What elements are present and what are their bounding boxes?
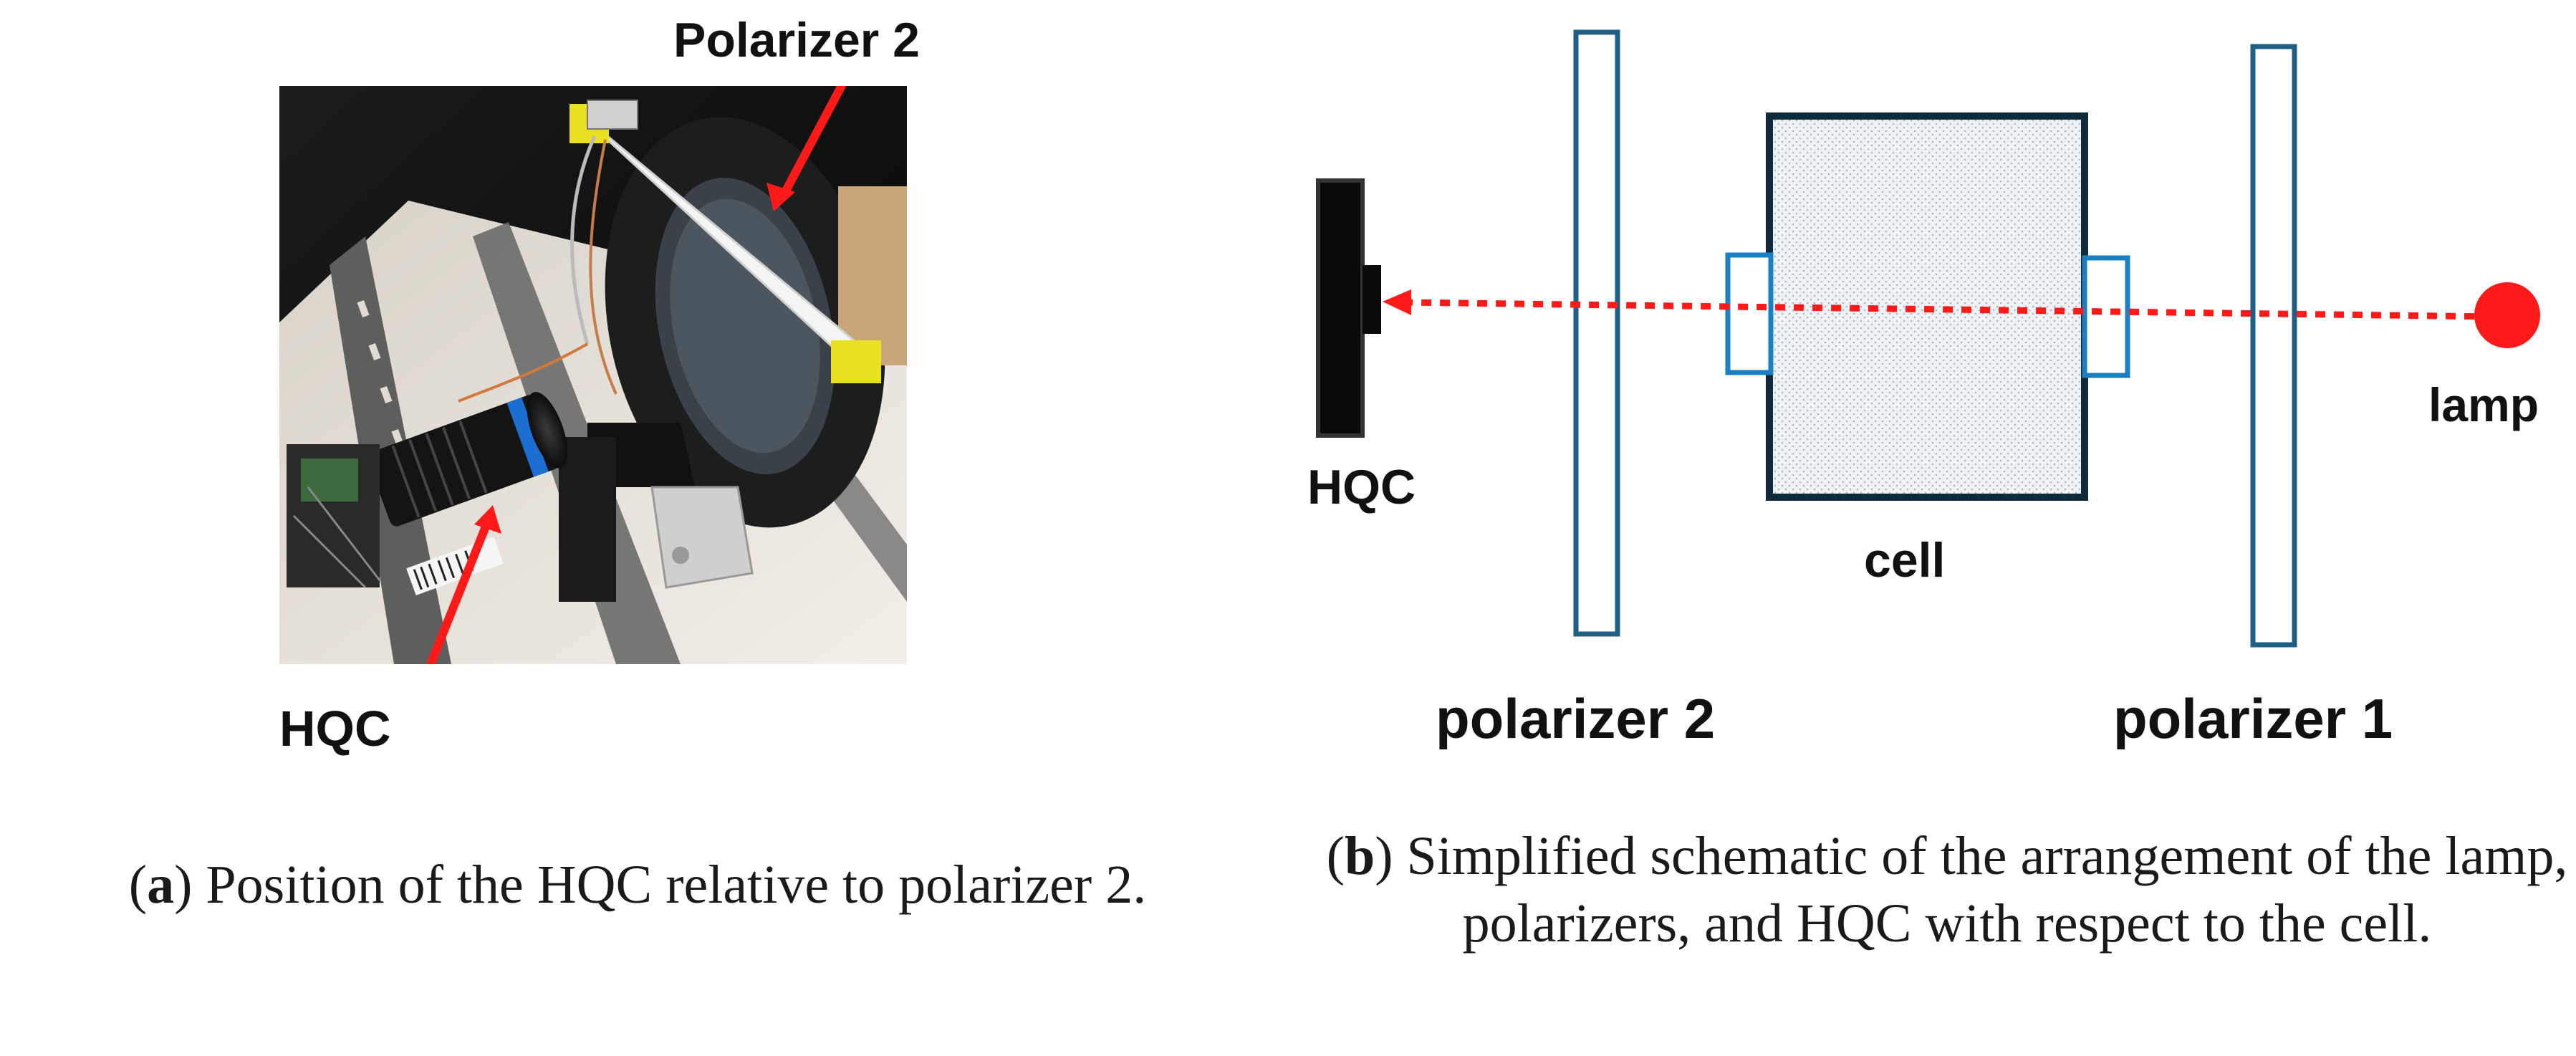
caption-b-letter: b [1344, 826, 1375, 886]
schematic-label-lamp: lamp [2428, 378, 2539, 431]
lamp-shape [2474, 282, 2540, 348]
polarizer-2-shape [1573, 29, 1620, 637]
caption-a-text: Position of the HQC relative to polarize… [192, 855, 1147, 915]
cell-window-right [2082, 255, 2130, 378]
arrow-to-hqc [426, 505, 501, 664]
light-beam [1383, 289, 2494, 320]
hqc-camera [1316, 178, 1381, 438]
schematic-label-polarizer-1: polarizer 1 [2113, 687, 2393, 750]
schematic-label-hqc: HQC [1307, 460, 1416, 514]
arrow-to-polarizer-2 [766, 86, 847, 211]
setup-photo [279, 86, 907, 664]
schematic-label-cell: cell [1864, 533, 1946, 587]
caption-a: (a) Position of the HQC relative to pola… [128, 855, 1147, 915]
caption-b-text: Simplified schematic of the arrangement … [1393, 826, 2568, 954]
caption-a-letter: a [147, 855, 175, 915]
photo-label-hqc: HQC [279, 701, 391, 757]
caption-b: (b) Simplified schematic of the arrangem… [1326, 826, 2568, 954]
schematic-diagram [1275, 21, 2576, 774]
schematic-label-polarizer-2: polarizer 2 [1436, 687, 1716, 750]
photo-label-polarizer-2: Polarizer 2 [673, 13, 920, 67]
cell-window-left [1725, 252, 1774, 375]
polarizer-1-shape [2250, 44, 2297, 648]
